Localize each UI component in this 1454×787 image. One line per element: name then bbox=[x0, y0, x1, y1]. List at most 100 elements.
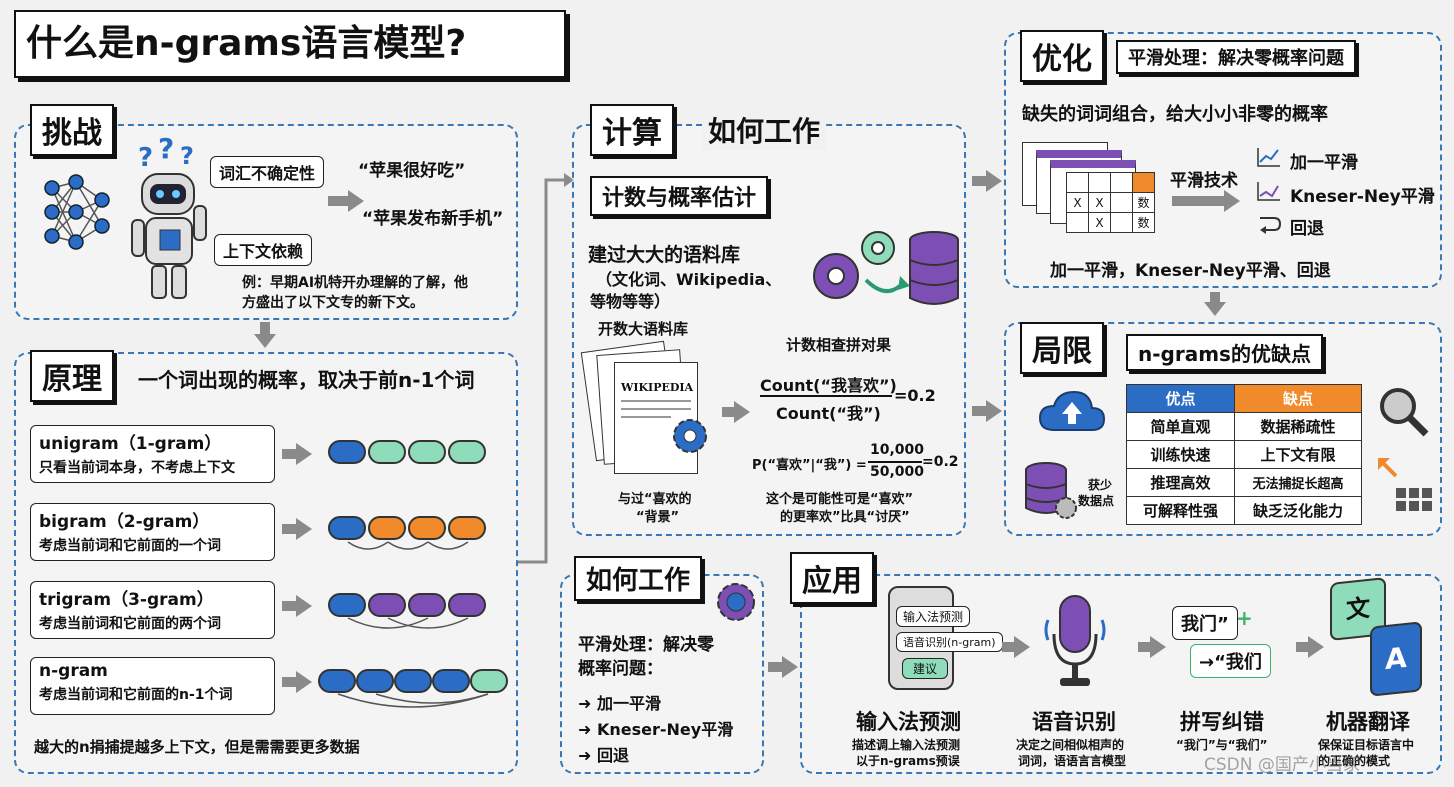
challenge-example-line1: 例：早期AI机特开办理解的了解，他 bbox=[242, 275, 469, 291]
trigram-arrow-head bbox=[296, 595, 312, 617]
gear-database-icon bbox=[813, 231, 959, 305]
formula-count-denominator: Count(“我”) bbox=[776, 404, 881, 423]
app-desc-ime-2: 以于n-grams预误 bbox=[856, 754, 960, 768]
grid-arrows-icon bbox=[1378, 458, 1432, 511]
plus-icon: + bbox=[1236, 606, 1253, 630]
cloud-upload-icon bbox=[1038, 390, 1106, 431]
corpus-sub1: （文化词、Wikipedia、 bbox=[596, 270, 782, 289]
context-dependency-label: 上下文依赖 bbox=[214, 234, 313, 266]
cons-cell: 无法捕捉长超高 bbox=[1234, 468, 1362, 497]
purple-gear-icon bbox=[717, 583, 755, 621]
how-tag: 如何工作 bbox=[574, 556, 703, 601]
translate-en-glyph: A bbox=[1385, 640, 1407, 677]
backoff-icon bbox=[1260, 217, 1282, 234]
spell-output: →“我们 bbox=[1190, 644, 1271, 678]
grid-cell-num: 数 bbox=[1132, 192, 1155, 213]
ngram-token-1 bbox=[318, 669, 356, 693]
formula-count-result: =0.2 bbox=[894, 386, 936, 405]
app-arrow-2-shaft bbox=[1138, 642, 1150, 652]
cons-header: 缺点 bbox=[1234, 384, 1362, 413]
compute-tag: 计算 bbox=[590, 104, 674, 156]
scatter-chart-icon bbox=[1257, 182, 1280, 201]
phone-line-1: 输入法预测 bbox=[896, 606, 971, 627]
app-title-speech: 语音识别 bbox=[1032, 710, 1116, 734]
grid-cell-num: 数 bbox=[1132, 212, 1155, 233]
trigram-arrow-shaft bbox=[282, 601, 296, 611]
phone-suggest-button[interactable]: 建议 bbox=[902, 658, 949, 679]
ngram-desc: 考虑当前词和它前面的n-1个词 bbox=[39, 687, 233, 703]
trigram-box: trigram（3-gram） 考虑当前词和它前面的两个词 bbox=[30, 581, 275, 639]
method-backoff: 回退 bbox=[1290, 219, 1324, 239]
cons-cell: 缺乏泛化能力 bbox=[1234, 496, 1362, 525]
down-arrow-shaft bbox=[260, 322, 270, 336]
app-arrow-3-head bbox=[1308, 636, 1324, 658]
app-title-spell: 拼写纠错 bbox=[1180, 710, 1264, 734]
sparse-data-label1: 获少 bbox=[1088, 478, 1113, 492]
pros-cell: 推理高效 bbox=[1125, 468, 1236, 497]
limit-subtag: n-grams的优缺点 bbox=[1126, 334, 1323, 371]
app-desc-speech-1: 决定之间相似相声的 bbox=[1016, 738, 1125, 752]
smoothing-arrow-shaft bbox=[1172, 196, 1224, 206]
trigram-token-3 bbox=[408, 593, 446, 617]
count-result-label: 计数相查拼对果 bbox=[786, 336, 892, 354]
unigram-arrow-shaft bbox=[282, 449, 296, 459]
pros-header: 优点 bbox=[1125, 384, 1236, 413]
bigram-arrow-head bbox=[296, 518, 312, 540]
corpus-title: 建过大大的语料库 bbox=[588, 244, 741, 266]
app-title-ime: 输入法预测 bbox=[856, 710, 961, 734]
formula-fraction-bar bbox=[760, 395, 892, 397]
app-desc-mt-2: 的正确的模式 bbox=[1318, 754, 1391, 768]
how-item-backoff-label: 回退 bbox=[596, 746, 629, 765]
how-item-kneser: ➜ Kneser-Ney平滑 bbox=[578, 720, 734, 739]
unigram-box: unigram（1-gram） 只看当前词本身，不考虑上下文 bbox=[30, 425, 275, 483]
bigram-token-3 bbox=[408, 516, 446, 540]
app-arrow-1-head bbox=[1014, 636, 1030, 658]
neural-network-icon bbox=[44, 174, 110, 250]
how-item-backoff: ➜ 回退 bbox=[578, 746, 629, 765]
ngram-token-2 bbox=[356, 669, 394, 693]
database-gear-icon bbox=[1025, 462, 1077, 519]
optimize-tag: 优化 bbox=[1020, 30, 1104, 82]
pros-cons-table: 优点 缺点 简单直观 数据稀疏性 训练快速 上下文有限 推理高效 无法捕捉长超高… bbox=[1125, 384, 1362, 525]
cons-cell: 上下文有限 bbox=[1234, 440, 1362, 469]
grid-cell bbox=[1088, 172, 1111, 193]
bigram-token-4 bbox=[448, 516, 486, 540]
unigram-arrow-head bbox=[296, 443, 312, 465]
wikipedia-text: WIKIPEDIA bbox=[621, 381, 694, 394]
unigram-token-1 bbox=[328, 440, 366, 464]
bigram-token-1 bbox=[328, 516, 366, 540]
app-arrow-3-shaft bbox=[1296, 642, 1308, 652]
compute-to-limit-arrow-head bbox=[986, 400, 1002, 422]
spell-input: 我门” bbox=[1172, 606, 1238, 640]
how-to-apps-arrow-shaft bbox=[768, 662, 782, 672]
how-desc1: 平滑处理：解决零 bbox=[578, 635, 714, 655]
how-desc2: 概率问题： bbox=[578, 659, 663, 679]
watermark: CSDN @国产小当家 bbox=[1204, 755, 1360, 775]
ngram-link-arcs bbox=[337, 693, 489, 708]
principle-subtitle: 一个词出现的概率，取决于前n-1个词 bbox=[138, 368, 475, 392]
ngram-token-5 bbox=[470, 669, 508, 693]
formula-prob-result: =0.2 bbox=[922, 454, 959, 470]
optimize-down-arrow-shaft bbox=[1210, 292, 1220, 304]
grid-cell bbox=[1110, 212, 1133, 233]
how-item-kneser-label: Kneser-Ney平滑 bbox=[596, 720, 734, 739]
method-kneser: Kneser-Ney平滑 bbox=[1290, 187, 1435, 207]
microphone-icon bbox=[1044, 595, 1106, 686]
compute-arrow-head bbox=[734, 401, 750, 423]
bigram-link-arcs bbox=[347, 541, 469, 550]
formula-prob-bar bbox=[868, 461, 922, 463]
smoothing-tech-label: 平滑技术 bbox=[1170, 171, 1238, 191]
app-arrow-2-head bbox=[1150, 636, 1166, 658]
counting-tag: 计数与概率估计 bbox=[590, 176, 769, 216]
apps-tag: 应用 bbox=[790, 552, 874, 604]
grid-front: X X 数 X 数 bbox=[1066, 172, 1155, 233]
magnifier-icon bbox=[1380, 388, 1429, 437]
translate-en-card: A bbox=[1370, 621, 1422, 697]
bigram-name: bigram（2-gram） bbox=[39, 512, 210, 532]
trigram-link-arcs bbox=[347, 617, 469, 629]
grid-cell bbox=[1110, 172, 1133, 193]
optimize-desc: 缺失的词词组合，给大小小非零的概率 bbox=[1022, 104, 1328, 125]
compute-caption-right1: 这个是可能性可是“喜欢” bbox=[766, 492, 914, 507]
compute-arrow-shaft bbox=[722, 407, 734, 417]
unigram-token-4 bbox=[448, 440, 486, 464]
